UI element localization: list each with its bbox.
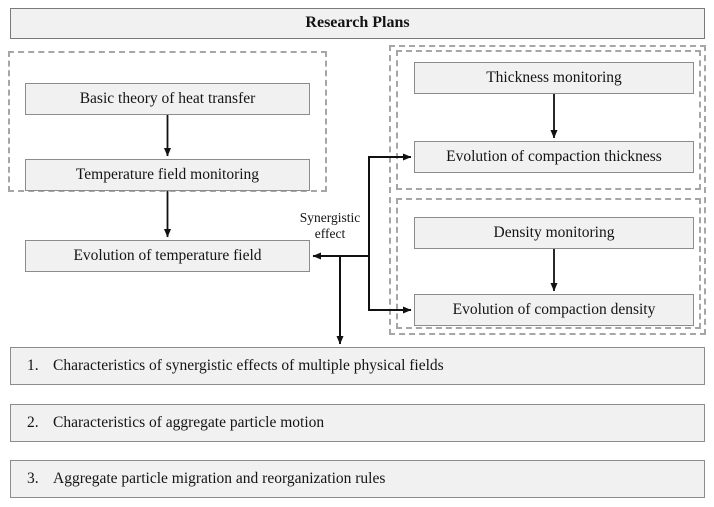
list-item: 2. Characteristics of aggregate particle… [10, 404, 705, 442]
list-item-label: Aggregate particle migration and reorgan… [53, 470, 386, 487]
synergistic-effect-label-line1: Synergistic [299, 210, 361, 225]
synergistic-effect-label: Synergistic effect [281, 210, 379, 242]
node-basic-theory-of-heat-transfer: Basic theory of heat transfer [25, 83, 310, 115]
list-item-label: Characteristics of synergistic effects o… [53, 357, 444, 374]
list-item: 3. Aggregate particle migration and reor… [10, 460, 705, 498]
node-evolution-of-compaction-density: Evolution of compaction density [414, 294, 694, 326]
list-item: 1. Characteristics of synergistic effect… [10, 347, 705, 385]
thickness-group-frame [396, 50, 701, 190]
node-thickness-monitoring: Thickness monitoring [414, 62, 694, 94]
list-item-number: 2. [27, 414, 39, 431]
list-item-number: 1. [27, 357, 39, 374]
node-evolution-of-temperature-field: Evolution of temperature field [25, 240, 310, 272]
compaction-group-frame [389, 45, 706, 335]
node-evolution-of-compaction-thickness: Evolution of compaction thickness [414, 141, 694, 173]
density-group-frame [396, 198, 701, 329]
node-density-monitoring: Density monitoring [414, 217, 694, 249]
synergistic-effect-label-line2: effect [314, 225, 346, 241]
node-temperature-field-monitoring: Temperature field monitoring [25, 159, 310, 191]
list-item-number: 3. [27, 470, 39, 487]
list-item-label: Characteristics of aggregate particle mo… [53, 414, 325, 431]
page-title: Research Plans [10, 8, 705, 39]
